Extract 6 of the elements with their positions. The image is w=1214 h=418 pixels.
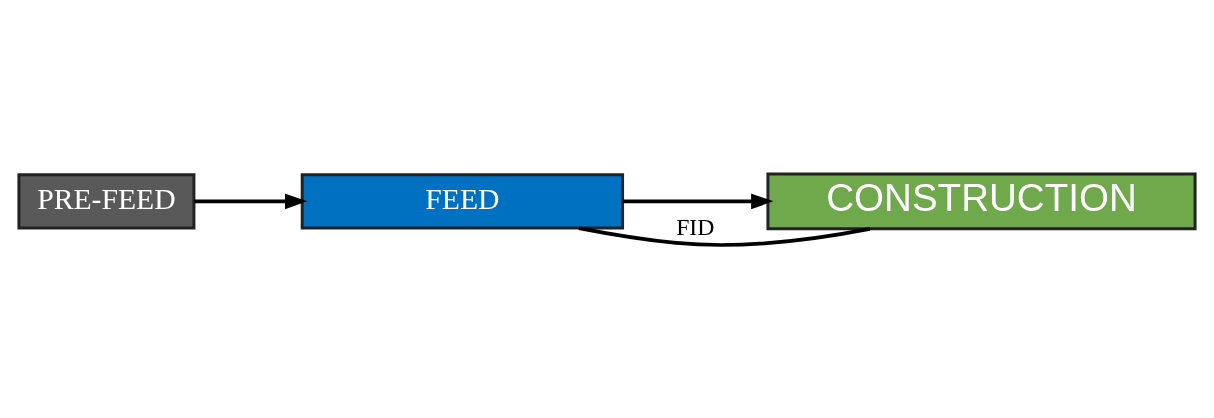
- node-box: CONSTRUCTION: [766, 171, 1197, 230]
- arrow: [622, 193, 774, 209]
- node-box: PRE-FEED: [17, 172, 196, 230]
- node-box: FEED: [300, 172, 625, 230]
- edge-label: FID: [676, 213, 715, 240]
- arrow: [194, 193, 308, 209]
